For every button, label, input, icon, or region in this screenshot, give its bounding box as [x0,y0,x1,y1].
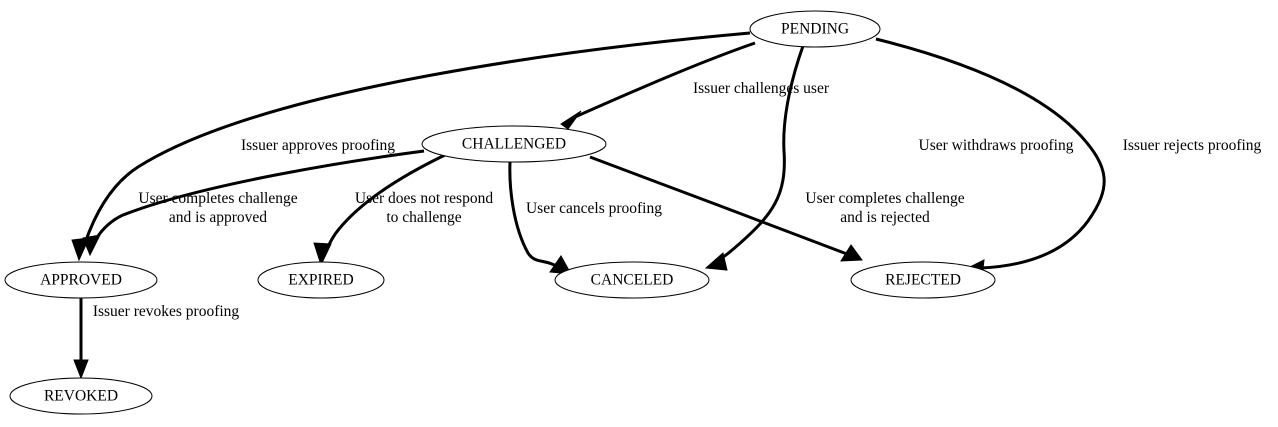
edge-challenged-rejected [589,155,863,262]
node-label-approved: APPROVED [40,272,122,289]
edge-label-pending-challenged: Issuer challenges user [693,80,830,97]
state-node-challenged[interactable]: CHALLENGED [421,125,607,163]
edge-challenged-approved [82,149,425,257]
state-node-expired[interactable]: EXPIRED [257,261,385,299]
node-outline [4,261,158,299]
edge-line [83,31,751,244]
arrowhead-icon [560,110,582,130]
state-node-revoked[interactable]: REVOKED [9,377,153,415]
edge-pending-challenged [560,41,756,130]
edge-approved-revoked [73,298,89,380]
arrowhead-icon [73,359,89,380]
edge-line [875,37,1106,270]
edge-label-challenged-canceled: User cancels proofing [526,200,662,217]
node-label-canceled: CANCELED [591,272,674,289]
state-node-canceled[interactable]: CANCELED [554,261,710,299]
arrowhead-icon [313,242,332,267]
edge-line [574,41,756,119]
edge-line [719,45,805,261]
edge-label-pending-rejected: Issuer rejects proofing [1123,137,1262,154]
node-outline [257,261,385,299]
state-node-pending[interactable]: PENDING [749,10,881,48]
node-outline [421,125,607,163]
node-outline [850,261,996,299]
arrowhead-icon [704,252,728,271]
edge-line [508,161,557,268]
state-node-approved[interactable]: APPROVED [4,261,158,299]
node-label-expired: EXPIRED [288,272,353,289]
node-label-rejected: REJECTED [885,272,961,289]
nodes-layer: PENDING CHALLENGED APPROVED EXPIRED CANCELED… [4,10,996,415]
arrowhead-icon [82,234,101,257]
edge-line [94,149,425,240]
edge-label-pending-canceled: User withdraws proofing [919,137,1074,154]
node-outline [749,10,881,48]
edge-line [589,155,848,256]
node-outline [554,261,710,299]
state-node-rejected[interactable]: REJECTED [850,261,996,299]
node-label-revoked: REVOKED [44,388,118,405]
edges-layer [71,31,1106,380]
edge-pending-canceled [704,45,805,271]
node-outline [9,377,153,415]
node-label-challenged: CHALLENGED [462,136,566,153]
edge-line [325,153,446,250]
arrowhead-icon [840,244,863,262]
edge-challenged-expired [313,153,446,267]
edge-label-approved-revoked: Issuer revokes proofing [93,303,240,320]
edge-label-pending-approved: Issuer approves proofing [241,137,395,154]
node-label-pending: PENDING [781,21,849,38]
